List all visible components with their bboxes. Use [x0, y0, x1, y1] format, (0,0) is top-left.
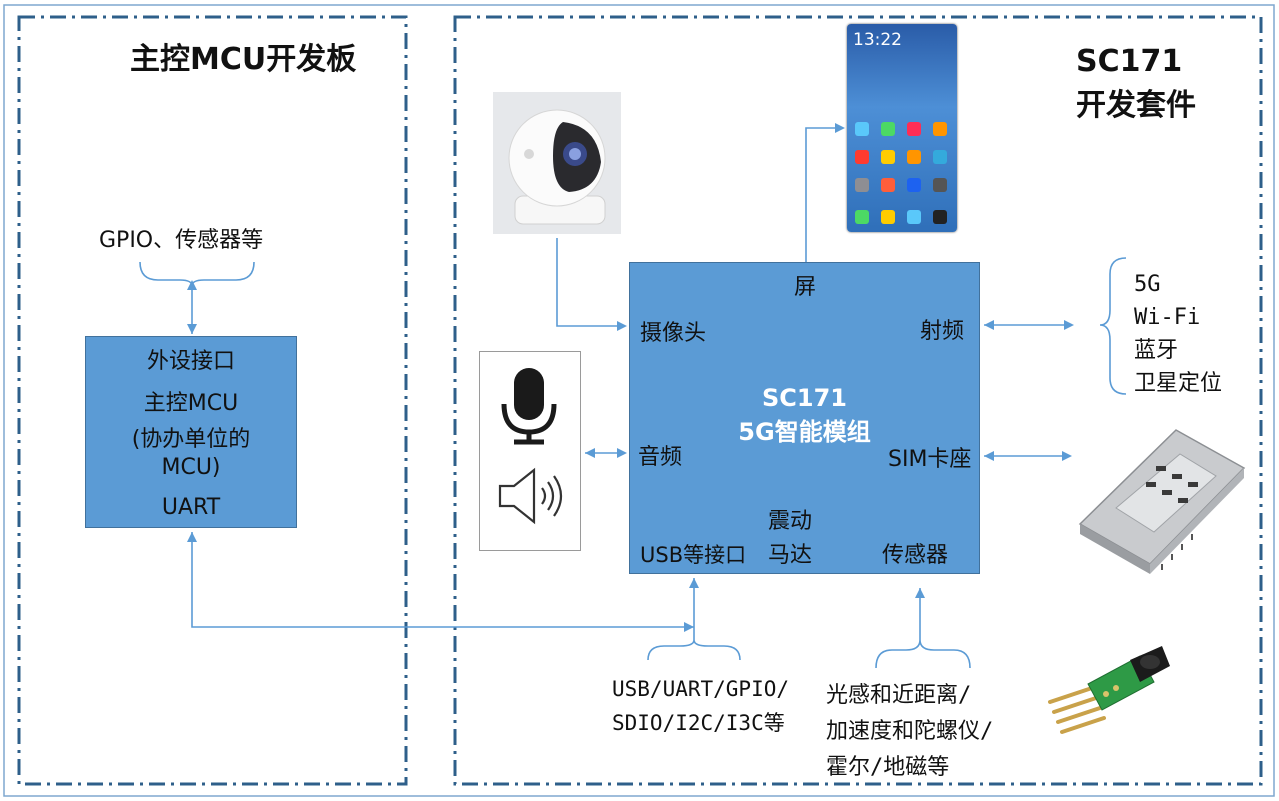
sc171-module-box: 屏 摄像头 射频 SC171 5G智能模组 音频 SIM卡座 震动 马达 USB…: [629, 262, 980, 574]
mcu-main-label: 主控MCU: [143, 391, 239, 416]
rf-item-bluetooth: 蓝牙: [1134, 338, 1179, 363]
interface-brace: [647, 639, 741, 661]
peripheral-label: GPIO、传感器等: [99, 228, 264, 253]
rf-item-gnss: 卫星定位: [1134, 371, 1223, 396]
right-panel-title: SC171 开发套件: [1076, 40, 1196, 128]
module-rf-label: 射频: [920, 319, 965, 344]
module-type: 5G智能模组: [738, 418, 871, 446]
mcu-org-label: (协办单位的: [131, 427, 251, 452]
rf-list: 5G Wi-Fi 蓝牙 卫星定位: [1134, 268, 1222, 400]
camera-line: [556, 238, 625, 327]
gpio-brace: [139, 261, 255, 287]
sim-card-slot-icon: [1076, 424, 1246, 574]
sensor-line-1: 光感和近距离/: [826, 683, 972, 708]
module-model: SC171: [762, 384, 847, 412]
sensor-line-2: 加速度和陀螺仪/: [826, 719, 994, 744]
module-name: SC171 5G智能模组: [630, 381, 979, 449]
sensor-line-3: 霍尔/地磁等: [826, 755, 950, 780]
uart-to-usb-line: [191, 532, 694, 628]
microphone-icon: [501, 368, 557, 445]
module-usb-label: USB等接口: [640, 543, 747, 567]
camera-image-icon: [493, 92, 621, 234]
left-panel-title: 主控MCU开发板: [130, 42, 357, 77]
rf-item-wifi: Wi-Fi: [1134, 305, 1201, 330]
module-camera-label: 摄像头: [640, 321, 707, 346]
phone-time: 13:22: [853, 30, 902, 50]
right-panel-frame: [453, 15, 1263, 786]
outer-frame: [3, 4, 1275, 797]
rf-brace: [1099, 257, 1127, 395]
interface-line-1: USB/UART/GPIO/: [612, 677, 790, 701]
interface-list: USB/UART/GPIO/ SDIO/I2C/I3C等: [612, 672, 789, 740]
kit-model: SC171: [1076, 44, 1183, 79]
sensor-chip-icon: [1044, 636, 1174, 746]
phone-screen-icon: 13:22: [847, 24, 957, 232]
mcu-box: 外设接口 主控MCU (协办单位的 MCU) UART: [85, 336, 297, 528]
module-screen-label: 屏: [794, 275, 817, 300]
rf-item-5g: 5G: [1134, 272, 1161, 297]
interface-line-2: SDIO/I2C/I3C等: [612, 711, 785, 735]
mcu-peripheral-interface: 外设接口: [146, 349, 235, 374]
module-sim-label: SIM卡座: [888, 447, 972, 472]
screen-line: [805, 127, 842, 262]
module-sensor-label: 传感器: [882, 543, 949, 568]
sensor-brace: [875, 639, 971, 669]
mcu-org-label-2: MCU): [161, 455, 221, 480]
audio-device-box: [479, 351, 581, 551]
sensor-list: 光感和近距离/ 加速度和陀螺仪/ 霍尔/地磁等: [826, 678, 993, 786]
kit-name: 开发套件: [1076, 88, 1196, 123]
left-panel-frame: [17, 15, 408, 786]
module-audio-label: 音频: [638, 445, 683, 470]
speaker-icon: [498, 467, 563, 525]
module-motor-label: 马达: [768, 543, 813, 568]
module-vibration-label: 震动: [768, 509, 813, 534]
mcu-uart-label: UART: [161, 495, 221, 520]
